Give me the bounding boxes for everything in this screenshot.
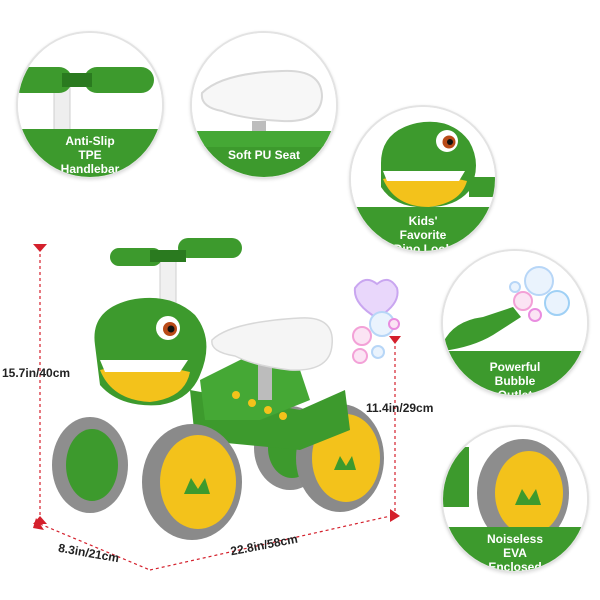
front-wheel-right <box>142 424 242 540</box>
seat-height-dimension-label: 11.4in/29cm <box>366 401 434 415</box>
callout-seat: Soft PU Seat <box>190 31 338 179</box>
callout-handlebar: Anti-Slip TPE Handlebar <box>16 31 164 179</box>
callout-seat-label: Soft PU Seat <box>228 148 301 162</box>
front-wheel-left <box>52 417 128 513</box>
callout-dino-look: Kids' Favorite Dino Look <box>349 105 497 253</box>
width-dimension-line <box>39 514 396 571</box>
dino-head <box>94 297 207 406</box>
dino-closeup-image <box>351 107 495 251</box>
height-arrow-top <box>33 244 47 252</box>
callout-wheels: Noiseless EVA Enclosed Wheels <box>441 425 589 573</box>
wheel-closeup-image <box>443 427 587 571</box>
callout-dino-look-label: Kids' Favorite Dino Look <box>393 214 453 253</box>
callout-bubble-outlet: Powerful Bubble Outlet <box>441 249 589 397</box>
callout-wheels-label: Noiseless EVA Enclosed Wheels <box>486 532 544 573</box>
length-arrow-right <box>390 509 400 522</box>
seat-height-arrow-top <box>389 336 401 344</box>
bike-handlebar <box>110 238 242 316</box>
width-arrow-left <box>33 518 44 530</box>
callout-handlebar-label: Anti-Slip TPE Handlebar <box>60 134 120 176</box>
bubbles <box>352 278 400 364</box>
handlebar-closeup-image <box>18 33 162 177</box>
bike-seat <box>211 317 333 371</box>
seat-closeup-image <box>192 33 336 177</box>
height-dimension-label: 15.7in/40cm <box>2 366 71 380</box>
bubble-closeup-image <box>443 251 587 395</box>
callout-bubble-outlet-label: Powerful Bubble Outlet <box>489 360 541 397</box>
